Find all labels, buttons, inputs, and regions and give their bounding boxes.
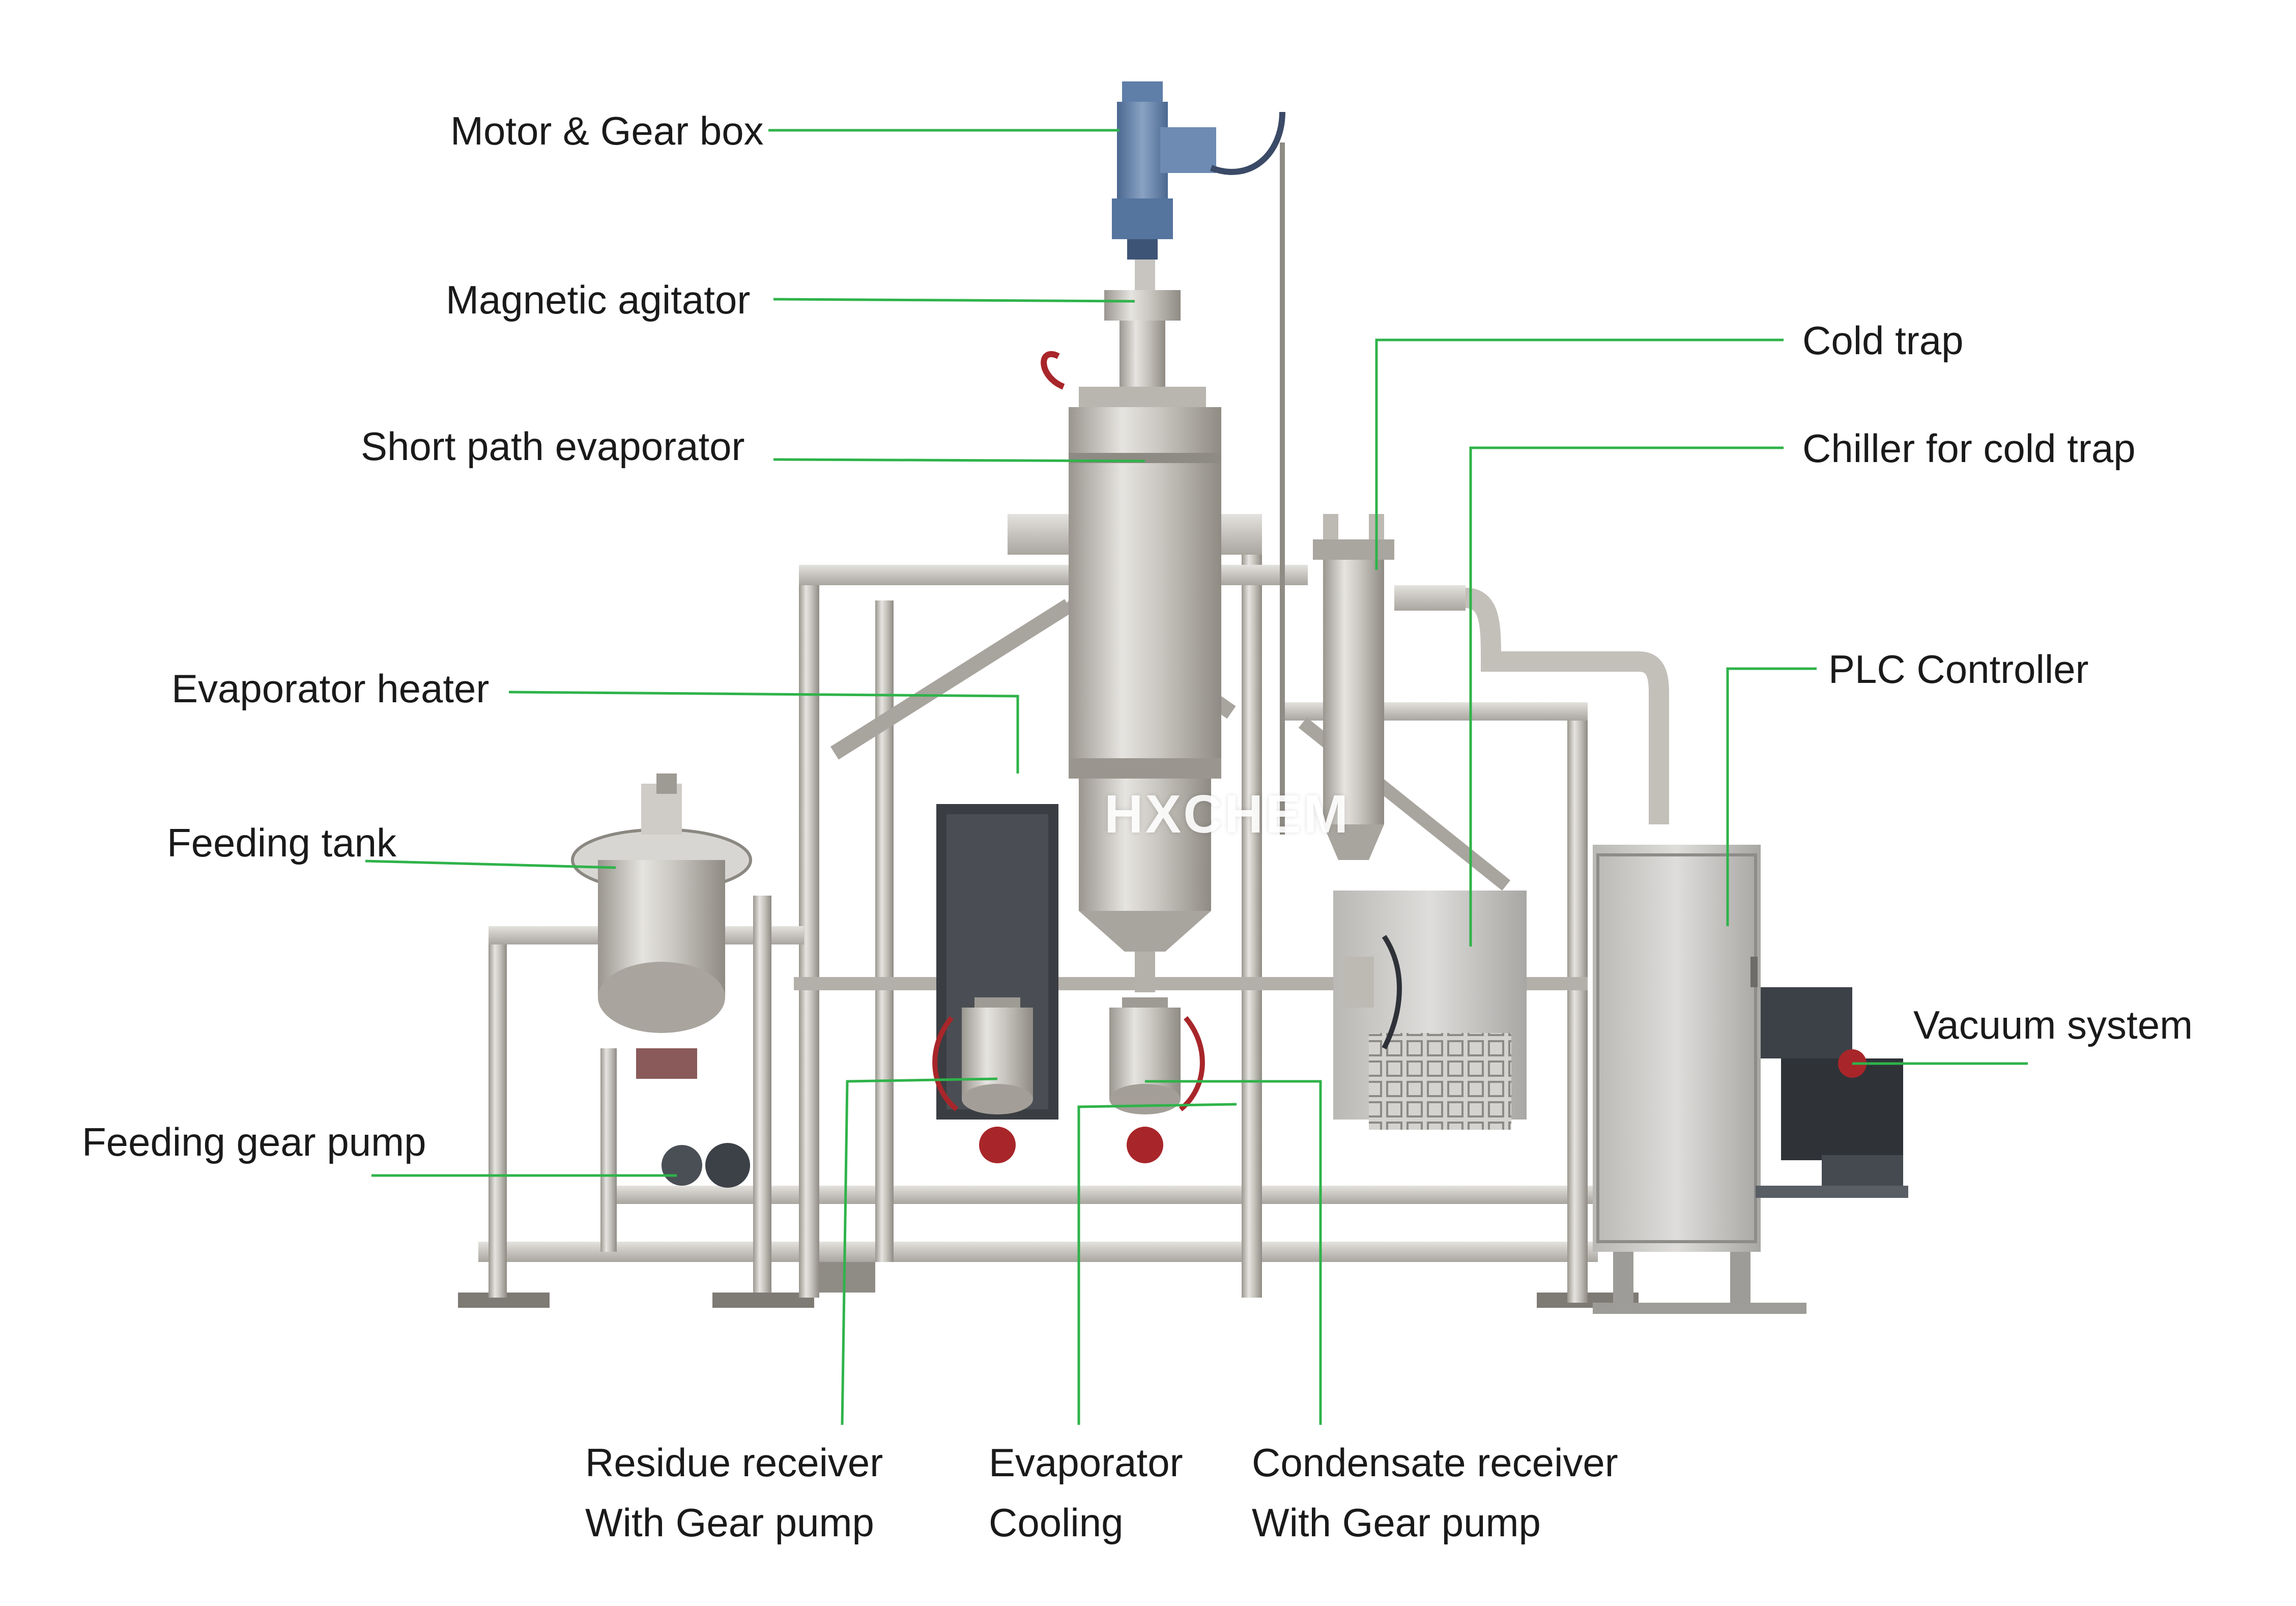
label-feeding-tank: Feeding tank [167, 820, 396, 865]
label-residue-receiver: Residue receiver With Gear pump [585, 1443, 883, 1542]
brand-watermark: HXCHEM [1104, 784, 1351, 844]
condensate-receiver [1109, 997, 1205, 1163]
label-feeding-gear-pump: Feeding gear pump [82, 1120, 426, 1164]
leader-evaporator-cooling [1077, 1103, 1237, 1425]
label-plc-controller: PLC Controller [1828, 647, 2089, 692]
label-cold-trap: Cold trap [1802, 318, 1964, 363]
label-motor-gearbox: Motor & Gear box [450, 108, 764, 153]
condensate-receiver-line1: Condensate receiver [1252, 1440, 1618, 1485]
leader-residue-receiver [841, 1077, 998, 1425]
condensate-receiver-line2: With Gear pump [1252, 1500, 1541, 1545]
label-chiller-for-cold-trap: Chiller for cold trap [1802, 426, 2136, 471]
vacuum-pump-system [1756, 987, 1908, 1198]
leader-condensate-receiver [1145, 1080, 1322, 1425]
leader-chiller [1469, 446, 1784, 947]
label-evaporator-cooling: Evaporator Cooling [989, 1443, 1183, 1542]
residue-receiver-line2: With Gear pump [585, 1500, 874, 1545]
label-magnetic-agitator: Magnetic agitator [446, 277, 751, 322]
cold-trap [1313, 514, 1669, 860]
residue-receiver [932, 997, 1033, 1163]
plc-controller-cabinet [1593, 845, 1806, 1314]
label-short-path-evaporator: Short path evaporator [361, 424, 745, 469]
leader-evaporator-heater [508, 691, 1019, 773]
label-vacuum-system: Vacuum system [1913, 1002, 2193, 1047]
leader-lines [365, 129, 2028, 1425]
leader-magnetic-agitator [773, 298, 1135, 303]
label-condensate-receiver: Condensate receiver With Gear pump [1252, 1443, 1618, 1542]
leader-feeding-tank [365, 859, 616, 869]
evaporator-cooling-line1: Evaporator [989, 1440, 1183, 1485]
leader-plc-controller [1726, 667, 1817, 926]
short-path-evaporator-column [1041, 260, 1221, 992]
motor-gearbox [1112, 81, 1285, 835]
residue-receiver-line1: Residue receiver [585, 1440, 883, 1485]
base-frame [458, 1186, 1639, 1308]
evaporator-cooling-line2: Cooling [989, 1500, 1124, 1545]
leader-short-path-evaporator [773, 458, 1145, 463]
label-evaporator-heater: Evaporator heater [171, 666, 490, 711]
chiller-unit [1333, 891, 1527, 1130]
leader-cold-trap [1375, 338, 1784, 570]
feeding-tank-assembly [489, 773, 804, 1298]
